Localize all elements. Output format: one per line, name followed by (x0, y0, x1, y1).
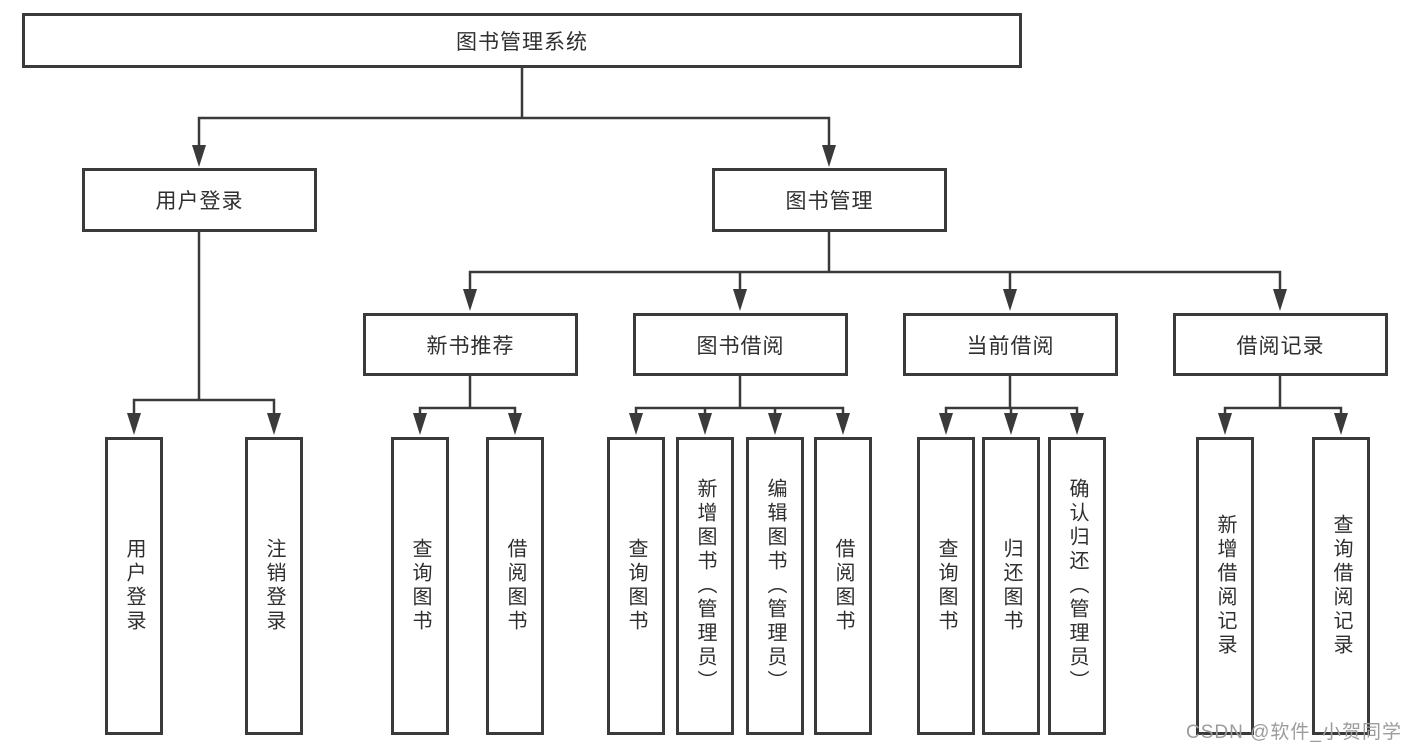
arrowhead (939, 413, 953, 435)
node-leaf-borrow-books-recommend: 借阅图书 (486, 437, 544, 735)
node-label: 查询图书 (935, 538, 957, 634)
arrowhead (413, 413, 427, 435)
connector-borrow-to-leaves (634, 374, 845, 419)
node-label: 归还图书 (1000, 538, 1022, 634)
node-leaf-query-books-borrow: 查询图书 (607, 437, 665, 735)
arrowhead (1004, 413, 1018, 435)
arrowhead (822, 145, 836, 167)
connector-bookmgmt-to-level3 (468, 230, 1282, 294)
node-leaf-query-books-current: 查询图书 (917, 437, 975, 735)
arrowhead (127, 413, 141, 435)
node-label: 查询图书 (625, 538, 647, 634)
node-leaf-borrow-books: 借阅图书 (814, 437, 872, 735)
node-leaf-query-borrow-record: 查询借阅记录 (1312, 437, 1370, 735)
node-leaf-add-book-admin: 新增图书（管理员） (676, 437, 734, 735)
node-label: 新书推荐 (426, 334, 515, 358)
node-book-management-branch: 图书管理 (712, 168, 947, 232)
arrowhead (629, 413, 643, 435)
connector-records-to-leaves (1223, 374, 1343, 419)
arrowhead (1334, 413, 1348, 435)
node-label: 借阅图书 (832, 538, 854, 634)
arrowhead (508, 413, 522, 435)
node-label: 当前借阅 (966, 334, 1055, 358)
node-label: 新增借阅记录 (1214, 514, 1236, 658)
connector-current-to-leaves (944, 374, 1079, 419)
node-label: 用户登录 (123, 538, 145, 634)
connector-root-to-level2 (197, 66, 831, 150)
arrowhead (836, 413, 850, 435)
node-label: 图书管理系统 (456, 30, 588, 54)
node-label: 查询借阅记录 (1330, 514, 1352, 658)
node-book-borrow: 图书借阅 (633, 313, 848, 376)
node-leaf-confirm-return-admin: 确认归还（管理员） (1048, 437, 1106, 735)
connector-newbook-to-leaves (418, 374, 517, 419)
node-leaf-add-borrow-record: 新增借阅记录 (1196, 437, 1254, 735)
node-user-login-branch: 用户登录 (82, 168, 317, 232)
arrowhead (463, 289, 477, 311)
node-leaf-return-book: 归还图书 (982, 437, 1040, 735)
arrowhead (698, 413, 712, 435)
csdn-watermark: CSDN @软件_小贺同学 (1186, 722, 1402, 743)
node-library-system: 图书管理系统 (22, 13, 1022, 68)
connector-userlogin-to-leaves (132, 230, 276, 419)
node-label: 图书借阅 (696, 334, 785, 358)
node-label: 编辑图书（管理员） (764, 478, 786, 694)
arrowhead (1218, 413, 1232, 435)
node-leaf-user-login: 用户登录 (105, 437, 163, 735)
arrowhead (1273, 289, 1287, 311)
node-label: 借阅记录 (1236, 334, 1325, 358)
node-label: 新增图书（管理员） (694, 478, 716, 694)
node-leaf-query-books-recommend: 查询图书 (391, 437, 449, 735)
arrowhead (1003, 289, 1017, 311)
node-leaf-edit-book-admin: 编辑图书（管理员） (746, 437, 804, 735)
arrowheads (127, 145, 1348, 435)
node-label: 借阅图书 (504, 538, 526, 634)
node-leaf-logout: 注销登录 (245, 437, 303, 735)
arrowhead (1070, 413, 1084, 435)
node-new-book-recommend: 新书推荐 (363, 313, 578, 376)
node-current-borrow: 当前借阅 (903, 313, 1118, 376)
node-borrow-records: 借阅记录 (1173, 313, 1388, 376)
arrowhead (733, 289, 747, 311)
node-label: 图书管理 (785, 190, 874, 213)
arrowhead (267, 413, 281, 435)
node-label: 查询图书 (409, 538, 431, 634)
node-label: 注销登录 (263, 538, 285, 634)
node-label: 用户登录 (155, 190, 244, 213)
arrowhead (768, 413, 782, 435)
node-label: 确认归还（管理员） (1066, 478, 1088, 694)
arrowhead (192, 145, 206, 167)
